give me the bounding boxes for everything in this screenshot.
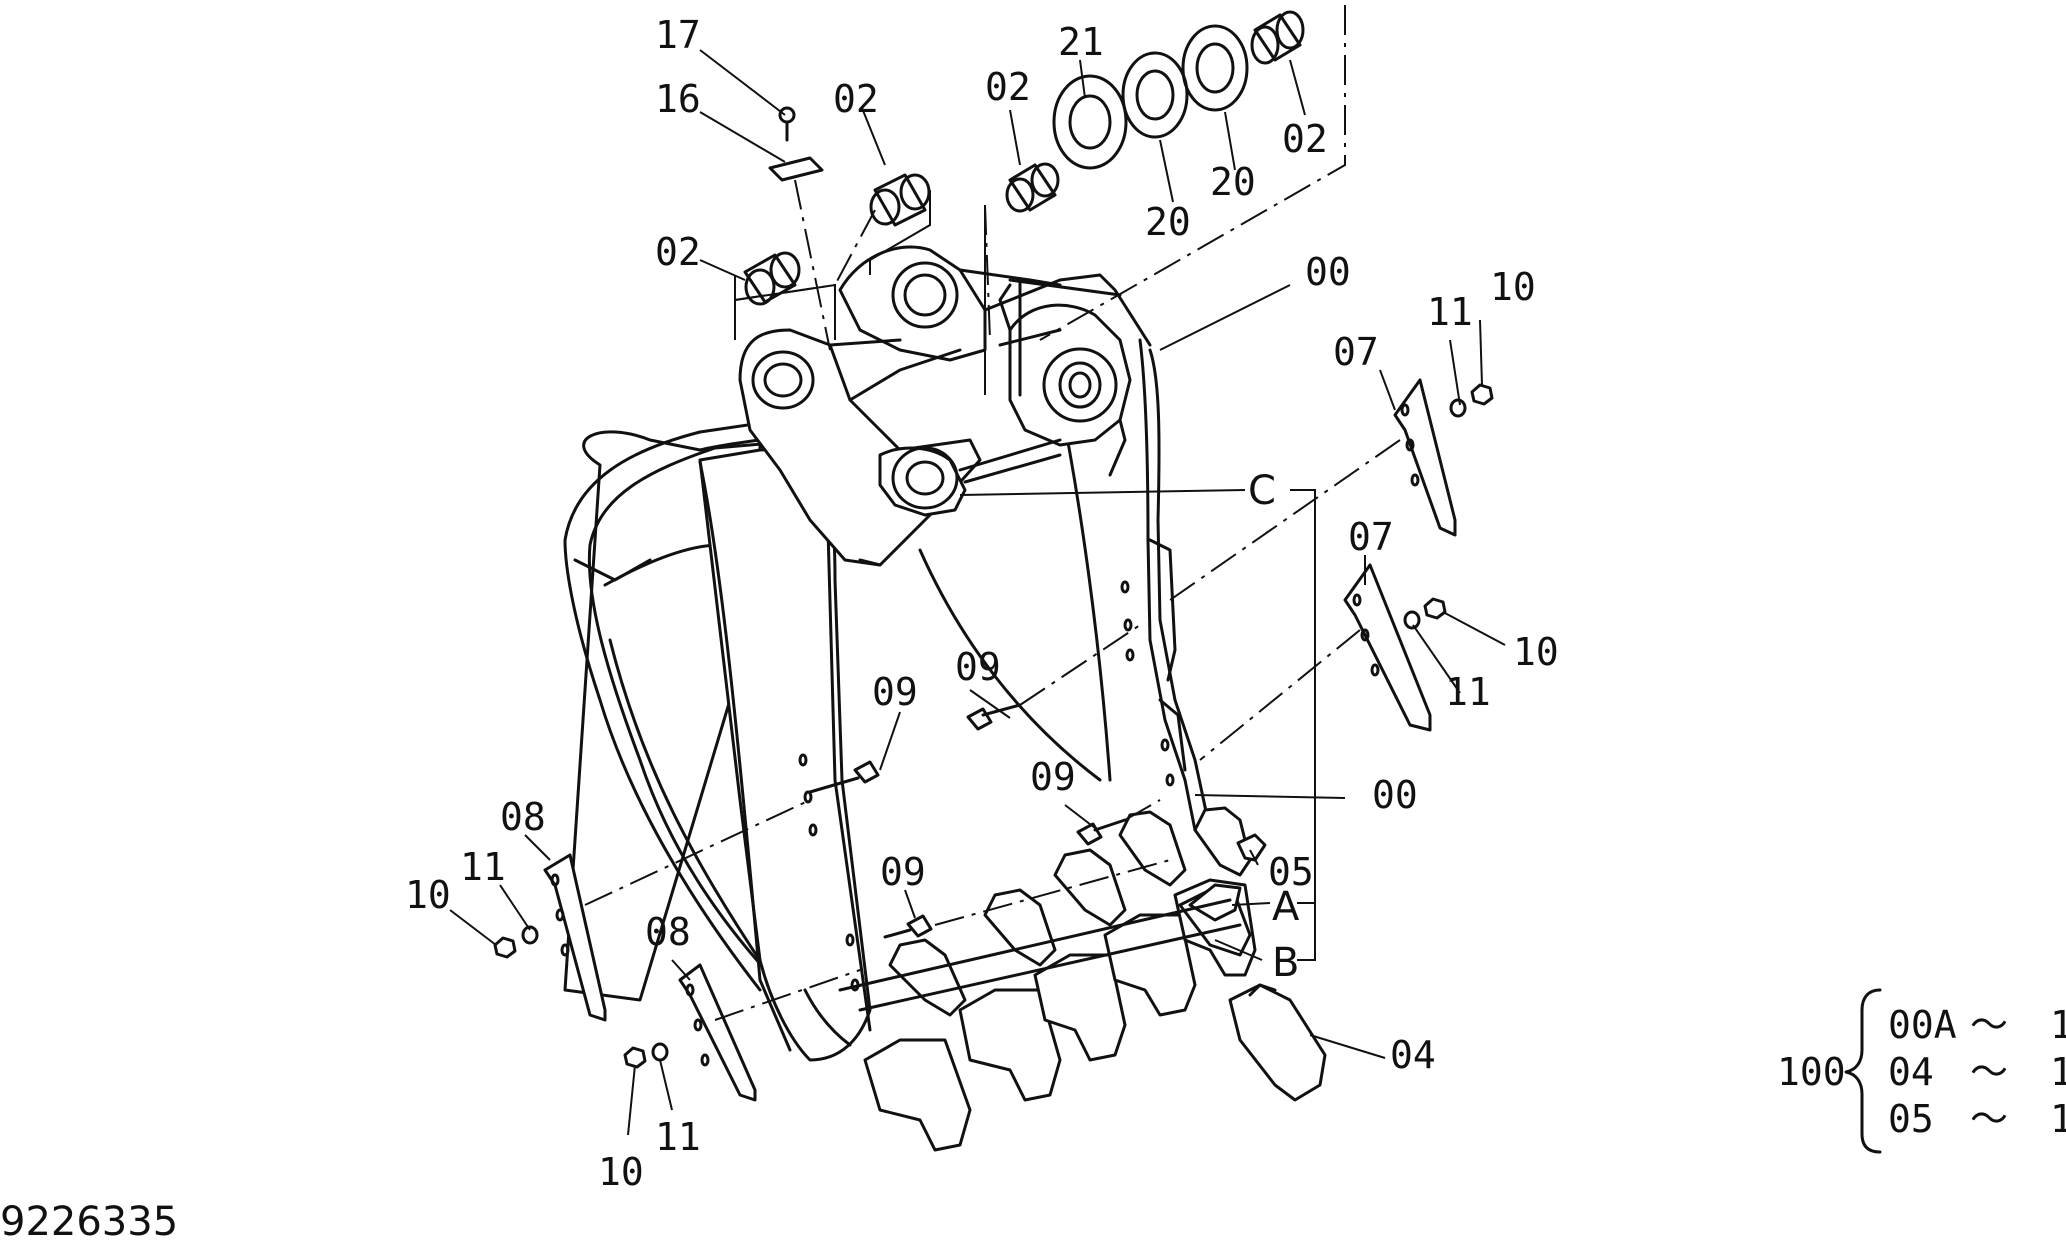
label-09: 09 xyxy=(872,670,918,714)
kit-row-qty: 1 xyxy=(2050,1097,2066,1141)
kit-row-sep: 〜 xyxy=(1970,1003,2008,1047)
label-10: 10 xyxy=(1490,265,1536,309)
label-10: 10 xyxy=(405,873,451,917)
label-02: 02 xyxy=(833,77,879,121)
reference-letter-a: A xyxy=(1272,884,1300,930)
label-09: 09 xyxy=(955,645,1001,689)
kit-row-part: 05 xyxy=(1888,1097,1934,1141)
bolts xyxy=(808,624,1171,939)
kit-brace xyxy=(1844,988,1882,1154)
reference-letters: C A B xyxy=(1248,468,1300,986)
reference-letter-c: C xyxy=(1248,468,1276,514)
label-21: 21 xyxy=(1058,20,1104,64)
label-00: 00 xyxy=(1305,250,1351,294)
label-02: 02 xyxy=(985,65,1031,109)
kit-row-qty: 1 xyxy=(2050,1050,2066,1094)
leader-lines xyxy=(449,49,1506,1136)
kit-row-part: 00A xyxy=(1888,1003,1957,1047)
label-20: 20 xyxy=(1145,200,1191,244)
reference-letter-b: B xyxy=(1272,940,1299,986)
bushings-and-shims xyxy=(734,5,1346,395)
label-09: 09 xyxy=(880,850,926,894)
kit-row-qty: 1 xyxy=(2050,1003,2066,1047)
label-07: 07 xyxy=(1333,330,1379,374)
bucket-teeth xyxy=(838,806,1327,1152)
label-17: 17 xyxy=(655,13,701,57)
label-05: 05 xyxy=(1268,850,1314,894)
label-11: 11 xyxy=(460,845,506,889)
label-02: 02 xyxy=(1282,117,1328,161)
kit-row-sep: 〜 xyxy=(1970,1050,2008,1094)
label-04: 04 xyxy=(1390,1033,1436,1077)
label-08: 08 xyxy=(645,910,691,954)
side-cutters xyxy=(493,378,1494,1102)
part-labels: 17 16 02 02 02 21 20 20 02 00 00 07 07 1… xyxy=(405,13,1559,1194)
label-20: 20 xyxy=(1210,160,1256,204)
label-08: 08 xyxy=(500,795,546,839)
label-11: 11 xyxy=(1427,290,1473,334)
label-07: 07 xyxy=(1348,515,1394,559)
label-11: 11 xyxy=(1445,670,1491,714)
kit-row-sep: 〜 xyxy=(1970,1097,2008,1141)
drawing-number: 9226335 xyxy=(0,1199,178,1243)
label-16: 16 xyxy=(655,77,701,121)
label-10: 10 xyxy=(1513,630,1559,674)
label-00: 00 xyxy=(1372,773,1418,817)
label-02: 02 xyxy=(655,230,701,274)
kit-number: 100 xyxy=(1777,1050,1846,1094)
bucket-body xyxy=(563,245,1212,1062)
label-11: 11 xyxy=(655,1115,701,1159)
kit-table: 100 00A 〜 1 04 〜 1 05 〜 1 xyxy=(1777,988,2066,1154)
kit-row-part: 04 xyxy=(1888,1050,1934,1094)
label-09: 09 xyxy=(1030,755,1076,799)
label-10: 10 xyxy=(598,1150,644,1194)
